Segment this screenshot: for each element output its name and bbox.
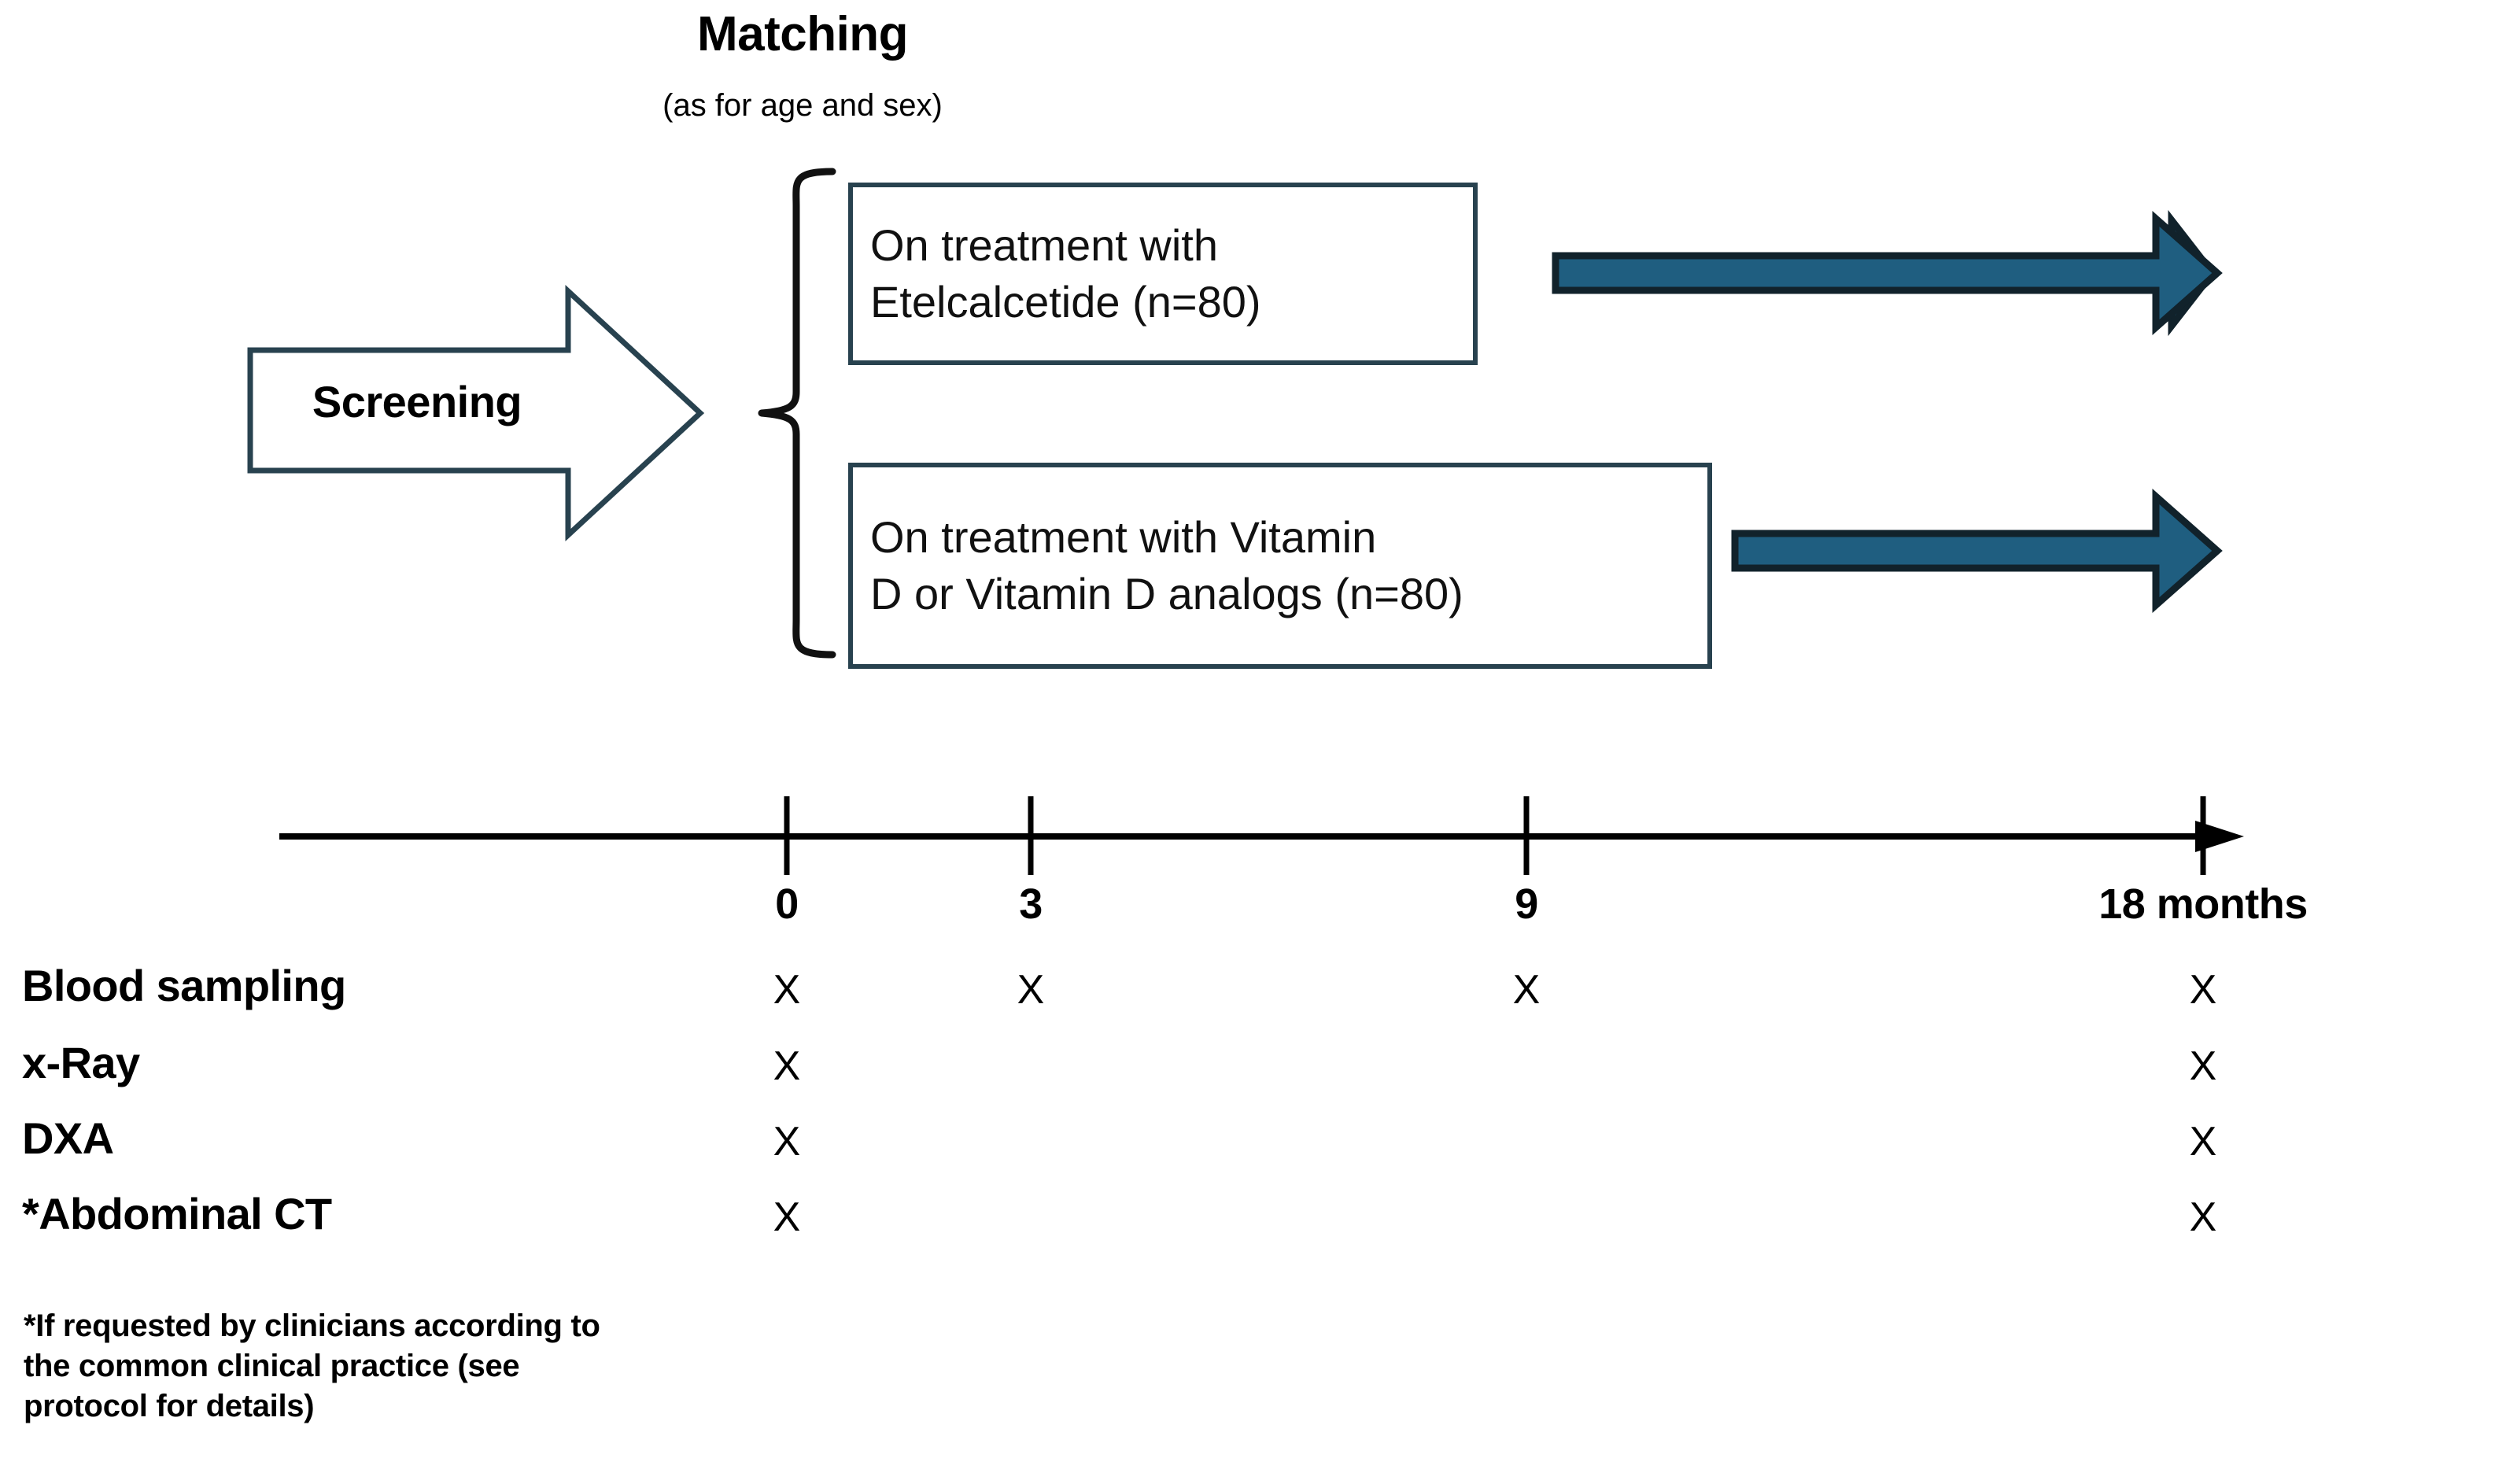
timeline-arrowhead [2195,821,2244,852]
treatment-group-vitamin-d: On treatment with Vitamin D or Vitamin D… [848,463,1712,669]
schedule-mark-x-ray-0: X [773,1043,801,1089]
schedule-mark-blood-sampling-9: X [1512,967,1541,1013]
followup-arrow-etelcalcetide-shape [1552,211,2223,335]
treatment-group-vitamin-d-label: On treatment with Vitamin D or Vitamin D… [870,512,1463,618]
timeline-label-18-months: 18 months [2098,880,2308,928]
screening-arrow-label: Screening [312,377,522,426]
schedule-mark-blood-sampling-3: X [1017,967,1045,1013]
schedule-row-label-abdominal-ct: *Abdominal CT [22,1189,332,1239]
schedule-row-label-blood-sampling: Blood sampling [22,961,346,1010]
page-subtitle: (as for age and sex) [663,88,943,123]
schedule-mark-blood-sampling-0: X [773,967,801,1013]
followup-arrow-etelcalcetide [1552,209,2217,337]
followup-arrow-vitamind [1731,489,2223,613]
timeline-label-3: 3 [1019,880,1043,928]
schedule-mark-dxa-0: X [773,1119,801,1165]
timeline-label-9: 9 [1515,880,1538,928]
schedule-mark-x-ray-18: X [2189,1043,2217,1089]
page-title: Matching [696,7,909,61]
schedule-mark-dxa-18: X [2189,1119,2217,1165]
treatment-group-etelcalcetide: On treatment with Etelcalcetide (n=80) [848,183,1478,365]
grouping-brace [758,168,836,659]
schedule-row-label-x-ray: x-Ray [22,1038,140,1087]
timeline-label-0: 0 [775,880,799,928]
schedule-mark-abdominal-ct-0: X [773,1194,801,1240]
schedule-row-label-dxa: DXA [22,1113,114,1163]
schedule-mark-abdominal-ct-18: X [2189,1194,2217,1240]
footnote-text: *If requested by clinicians according to… [24,1309,600,1424]
treatment-group-etelcalcetide-label: On treatment with Etelcalcetide (n=80) [870,220,1261,327]
schedule-mark-blood-sampling-18: X [2189,967,2217,1013]
